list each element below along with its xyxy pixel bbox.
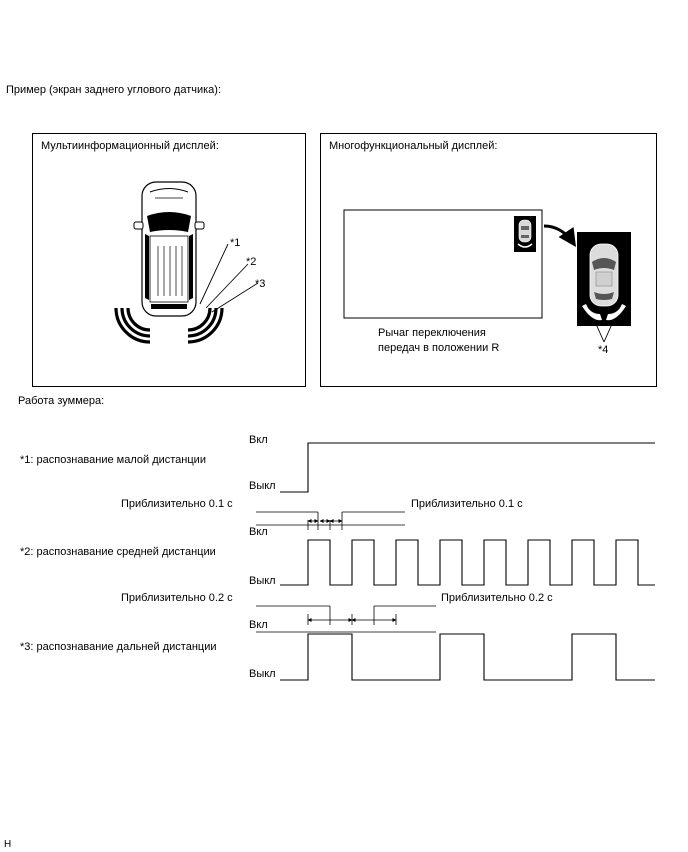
row1-on-label: Вкл xyxy=(249,434,268,446)
callout-3: *3 xyxy=(255,278,266,290)
display-screen xyxy=(343,209,543,319)
small-vehicle-icon xyxy=(514,216,536,252)
waveform-row1 xyxy=(280,442,655,493)
row2-off-label: Выкл xyxy=(249,575,276,587)
row2-label: *2: распознавание средней дистанции xyxy=(20,546,216,558)
shift-caption-line2: передач в положении R xyxy=(378,342,500,354)
row2-left-note: Приблизительно 0.1 с xyxy=(121,498,233,510)
intro-label: Пример (экран заднего углового датчика): xyxy=(6,84,222,96)
row1-off-label: Выкл xyxy=(249,480,276,492)
row3-off-label: Выкл xyxy=(249,668,276,680)
row2-on-label: Вкл xyxy=(249,526,268,538)
callout-4: *4 xyxy=(598,344,609,356)
timing-guides-row2 xyxy=(256,511,405,530)
waveform-row3 xyxy=(280,633,655,681)
row3-label: *3: распознавание дальней дистанции xyxy=(20,641,217,653)
multi-info-display-title: Мультиинформационный дисплей: xyxy=(41,140,219,152)
buzzer-title: Работа зуммера: xyxy=(18,395,105,407)
footer-code: H xyxy=(4,839,12,850)
row3-on-label: Вкл xyxy=(249,619,268,631)
waveform-row2 xyxy=(280,539,655,586)
callout-lines-right xyxy=(595,323,613,343)
timing-guides-row3 xyxy=(256,605,436,633)
enlarged-vehicle-icon xyxy=(577,232,631,326)
row3-right-note: Приблизительно 0.2 с xyxy=(441,592,553,604)
row3-left-note: Приблизительно 0.2 с xyxy=(121,592,233,604)
callout-lines-left xyxy=(199,243,259,313)
rear-sensor-arcs xyxy=(114,307,224,344)
multifunction-display-title: Многофункциональный дисплей: xyxy=(329,140,498,152)
callout-1: *1 xyxy=(230,237,241,249)
shift-caption-line1: Рычаг переключения xyxy=(378,327,486,339)
vehicle-top-view xyxy=(133,181,205,317)
callout-2: *2 xyxy=(246,256,257,268)
row2-right-note: Приблизительно 0.1 с xyxy=(411,498,523,510)
row1-label: *1: распознавание малой дистанции xyxy=(20,454,206,466)
zoom-arrow xyxy=(543,224,576,247)
buzzer-waveforms xyxy=(280,442,655,681)
